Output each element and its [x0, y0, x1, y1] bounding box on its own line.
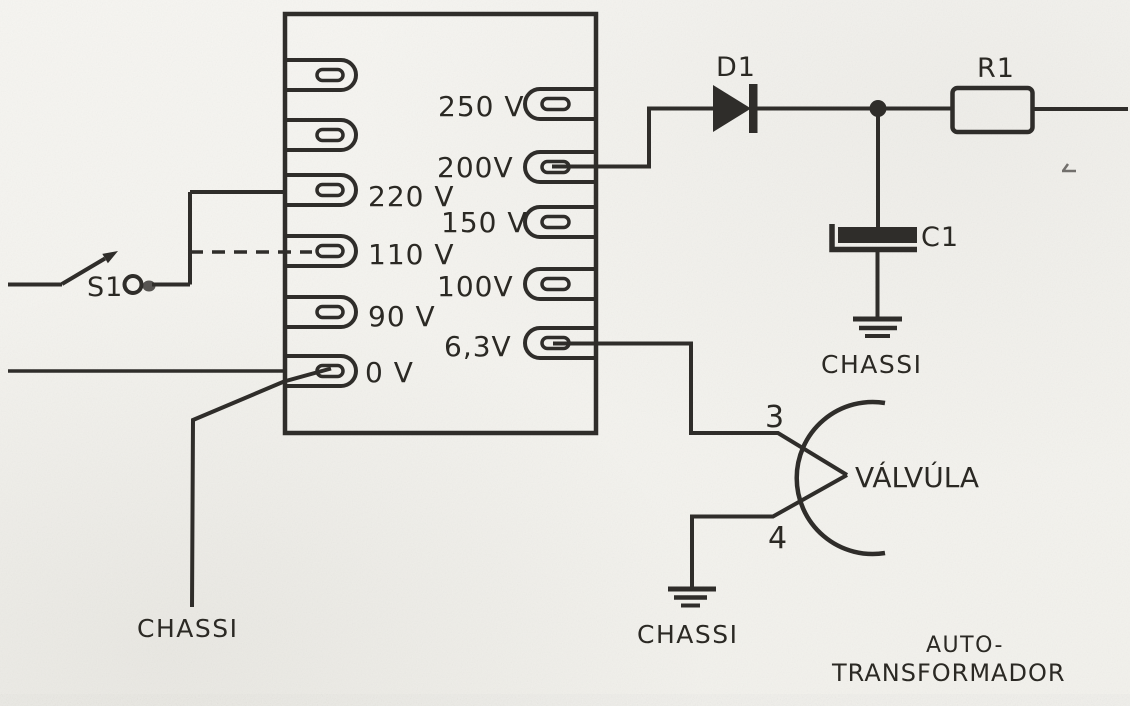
tap-lug-200v: [523, 150, 595, 184]
tap-slot: [540, 96, 571, 112]
transformer-left-lugs: [286, 58, 358, 388]
chassi-label-left: CHASSI: [137, 614, 238, 643]
switch-contact-circle: [122, 274, 144, 295]
tap-label-250v: 250 V: [438, 90, 525, 123]
valve-label: VÁLVÚLA: [855, 460, 979, 494]
tap-lug-220v: [286, 173, 358, 207]
tap-label-90v: 90 V: [368, 300, 436, 333]
transformer-box: [282, 11, 599, 436]
zero-tap-chassi: CHASSI: [137, 366, 332, 643]
tap-lug-left-1: [286, 58, 358, 92]
stray-mark: [1061, 163, 1076, 173]
tap-label-200v: 200V: [437, 151, 514, 184]
switch-arrow-icon: [102, 251, 118, 264]
tap-lug-250v: [523, 87, 595, 121]
filter-capacitor-c1: C1 CHASSI: [821, 115, 959, 379]
ground-symbol-heater: [668, 586, 716, 608]
scan-edge-smudge: [0, 694, 1130, 706]
capacitor-top-plate: [838, 227, 917, 243]
tap-lug-0v: [286, 354, 358, 388]
tap-lug-100v: [523, 267, 595, 301]
caption-line2: TRANSFORMADOR: [831, 659, 1066, 687]
switch-label: S1: [87, 272, 123, 303]
resistor-label: R1: [977, 53, 1015, 84]
valve-pin3-label: 3: [765, 400, 784, 435]
tap-lug-90v: [286, 295, 358, 329]
junction-dot: [869, 100, 887, 117]
tap-label-63v: 6,3V: [444, 330, 512, 363]
chassi-label-top: CHASSI: [821, 350, 922, 379]
tap-slot: [315, 182, 345, 198]
mains-input-switch-s1: S1: [8, 190, 312, 373]
tap-slot: [315, 304, 345, 320]
tap-slot: [540, 276, 571, 292]
tap-label-110v: 110 V: [368, 238, 455, 271]
tap-slot: [315, 127, 345, 143]
tap-slot: [315, 67, 345, 83]
switch-arm: [60, 256, 107, 286]
heater-circuit-valve: 3 4 VÁLVÚLA CHASSI: [553, 341, 979, 649]
transformer: 220 V 110 V 90 V 0 V 250 V 200V 150 V 10…: [282, 11, 599, 436]
wire-pin4-to-ground: [690, 473, 848, 588]
tap-label-0v: 0 V: [365, 356, 414, 389]
tap-lug-left-2: [286, 118, 358, 152]
tap-label-220v: 220 V: [368, 180, 455, 213]
ground-symbol-capacitor: [853, 316, 902, 338]
tap-lug-150v: [523, 205, 595, 239]
tap-label-100v: 100V: [437, 270, 514, 303]
tap-lug-63v: [523, 326, 595, 360]
ht-rail: D1 R1: [552, 52, 1128, 173]
capacitor-label: C1: [921, 222, 959, 253]
capacitor-bottom-plate: [829, 224, 917, 253]
tap-label-150v: 150 V: [441, 206, 528, 239]
chassi-label-bottom: CHASSI: [637, 620, 738, 649]
caption: AUTO- TRANSFORMADOR: [831, 633, 1066, 687]
chassi-pointer-line: [190, 366, 332, 608]
tap-slot: [315, 243, 345, 259]
wire-200v-tap-out: [552, 106, 713, 169]
caption-line1: AUTO-: [926, 633, 1004, 658]
valve-envelope-arc: [794, 399, 886, 557]
diode-label: D1: [716, 52, 756, 83]
tap-slot: [540, 214, 571, 230]
tap-lug-110v: [286, 234, 358, 268]
diode-cathode-bar: [749, 84, 758, 133]
diode-triangle: [713, 85, 751, 132]
valve-pin4-label: 4: [768, 521, 787, 556]
